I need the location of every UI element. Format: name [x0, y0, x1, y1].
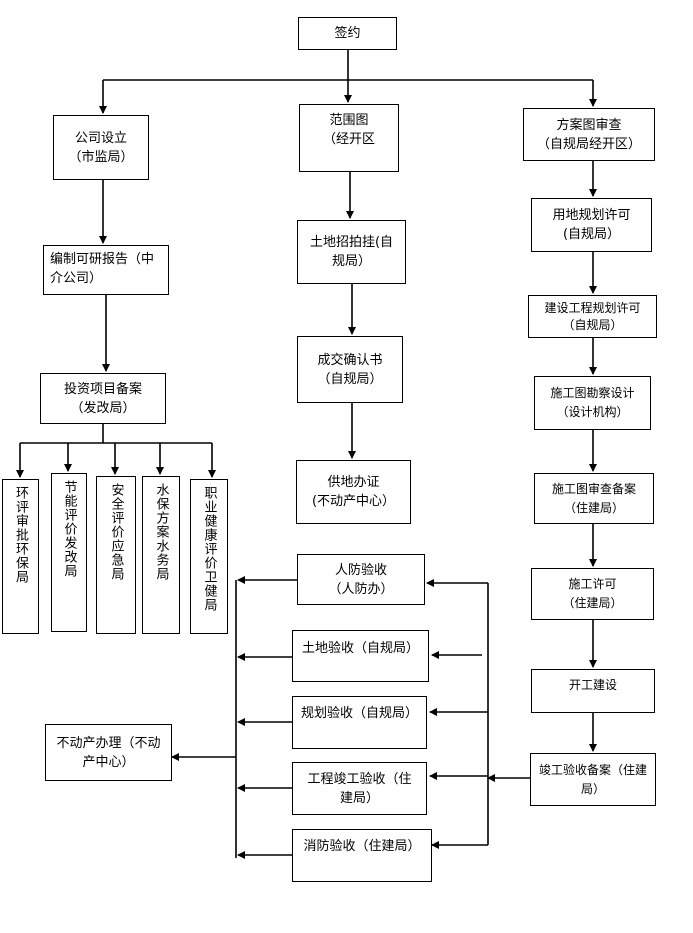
node-feasibility: 编制可研报告（中 介公司）: [43, 245, 169, 295]
node-land-use-permit-line1: 用地规划许可: [552, 208, 631, 223]
node-scope-map: 范围图 （经开区: [299, 104, 399, 172]
node-property-reg-line1: 不动产办理（不动: [56, 735, 161, 751]
node-planning-acceptance: 规划验收（自规局）: [292, 696, 427, 749]
node-plan-review-line2: （自规局经开区）: [536, 136, 641, 152]
node-land-acceptance: 土地验收（自规局）: [292, 630, 429, 682]
node-sign: 签约: [298, 17, 397, 50]
node-plan-review-line1: 方案图审查: [556, 117, 622, 133]
node-civil-defense-line2: （人防办）: [328, 581, 394, 597]
node-project-acceptance: 工程竣工验收（住 建局）: [292, 762, 427, 815]
node-deal-confirm-line1: 成交确认书: [317, 352, 383, 368]
node-project-acceptance-line1: 工程竣工验收（住: [307, 771, 412, 787]
node-fire-acceptance: 消防验收（住建局）: [292, 829, 432, 882]
node-scope-map-line2: （经开区: [322, 132, 375, 147]
node-survey-design: 施工图勘察设计 （设计机构）: [534, 376, 651, 430]
node-start-construction: 开工建设: [531, 669, 655, 713]
node-land-use-permit: 用地规划许可 (自规局）: [531, 198, 652, 252]
node-completion-filing-line2: 局）: [580, 781, 605, 796]
node-company-setup: 公司设立 （市监局）: [53, 115, 149, 180]
node-property-reg-line2: 产中心）: [82, 754, 135, 770]
node-drawing-review-line1: 施工图审查备案: [551, 481, 636, 496]
node-civil-defense-line1: 人防验收: [334, 562, 387, 578]
node-fire-acceptance-label: 消防验收（住建局）: [303, 839, 421, 854]
node-feasibility-line1: 编制可研报告（中: [50, 252, 155, 267]
node-property-reg: 不动产办理（不动 产中心）: [45, 724, 172, 781]
node-project-acceptance-line2: 建局）: [339, 790, 379, 806]
node-feasibility-line2: 介公司）: [50, 271, 103, 286]
node-safety-label: 安全评价应急局: [108, 483, 124, 581]
node-eia-label: 环评审批环保局: [13, 486, 28, 584]
node-safety: 安全评价应急局: [96, 476, 136, 634]
node-water-label: 水保方案水务局: [153, 483, 169, 581]
node-construction-permit: 施工许可 （住建局）: [531, 568, 654, 620]
node-project-permit: 建设工程规划许可 （自规局）: [528, 295, 657, 338]
node-company-setup-line1: 公司设立: [74, 130, 127, 146]
node-sign-label: 签约: [334, 26, 361, 41]
node-invest-filing-line1: 投资项目备案: [63, 381, 142, 397]
node-land-supply-line2: (不动产中心）: [311, 494, 396, 509]
node-civil-defense: 人防验收 （人防办）: [297, 554, 425, 605]
node-land-auction-line1: 土地招拍挂(自: [309, 235, 394, 250]
node-deal-confirm-line2: （自规局）: [317, 371, 383, 387]
node-land-auction: 土地招拍挂(自 规局）: [297, 220, 406, 284]
node-drawing-review-line2: （住建局）: [563, 500, 624, 515]
node-construction-permit-line2: （住建局）: [562, 596, 623, 610]
node-completion-filing: 竣工验收备案（住建 局）: [530, 753, 656, 806]
node-scope-map-line1: 范围图: [329, 113, 369, 128]
node-land-acceptance-label: 土地验收（自规局）: [301, 641, 419, 656]
node-water: 水保方案水务局: [142, 476, 180, 634]
node-survey-design-line2: （设计机构）: [556, 405, 629, 419]
node-company-setup-line2: （市监局）: [68, 149, 134, 165]
node-invest-filing-line2: （发改局）: [70, 400, 136, 416]
node-eia: 环评审批环保局: [2, 479, 39, 634]
node-health-label: 职业健康评价卫健局: [201, 486, 217, 612]
node-drawing-review: 施工图审查备案 （住建局）: [534, 473, 654, 524]
node-plan-review: 方案图审查 （自规局经开区）: [523, 108, 655, 161]
node-project-permit-line1: 建设工程规划许可: [544, 300, 641, 315]
node-energy-label: 节能评价发改局: [61, 480, 77, 578]
node-land-use-permit-line2: (自规局）: [562, 227, 621, 242]
node-land-supply-line1: 供地办证: [327, 475, 380, 490]
node-planning-acceptance-label: 规划验收（自规局）: [300, 706, 418, 721]
node-construction-permit-line1: 施工许可: [568, 577, 617, 591]
node-deal-confirm: 成交确认书 （自规局）: [297, 336, 403, 403]
node-completion-filing-line1: 竣工验收备案（住建: [538, 762, 647, 777]
node-land-auction-line2: 规局）: [331, 254, 371, 269]
node-land-supply: 供地办证 (不动产中心）: [296, 460, 411, 524]
node-start-construction-label: 开工建设: [568, 678, 617, 692]
node-project-permit-line2: （自规局）: [562, 317, 623, 332]
node-energy: 节能评价发改局: [51, 473, 87, 632]
node-invest-filing: 投资项目备案 （发改局）: [40, 373, 166, 424]
node-survey-design-line1: 施工图勘察设计: [550, 386, 635, 400]
node-health: 职业健康评价卫健局: [190, 479, 228, 634]
